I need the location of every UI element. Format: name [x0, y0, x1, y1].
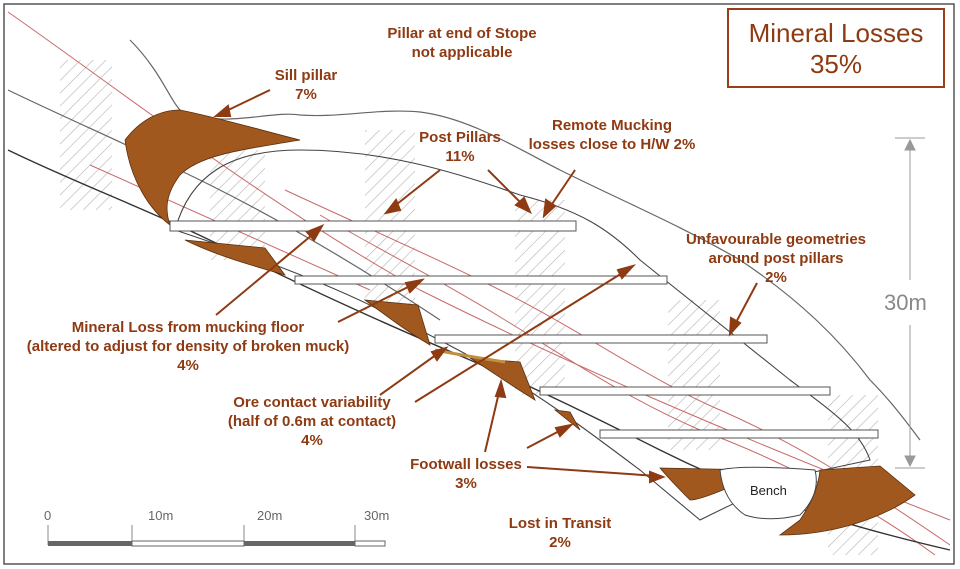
- arrow-mucking-floor-1: [305, 224, 325, 242]
- dimension-30m: [895, 137, 925, 469]
- arrow-footwall-2: [554, 423, 575, 438]
- dimension-label: 30m: [884, 290, 927, 315]
- arrow-footwall-1: [494, 378, 507, 399]
- arrow-ore-contact-2: [616, 264, 637, 280]
- pillar-hatch-5: [668, 300, 720, 450]
- arrow-remote-mucking: [542, 198, 557, 219]
- orebody-line-1: [7, 11, 951, 521]
- label-mucking-floor: Mineral Loss from mucking floor(altered …: [26, 319, 350, 374]
- callout-arrows: [213, 89, 758, 484]
- pillar-hatch-4: [515, 200, 565, 395]
- scale-tick-0: 0: [44, 508, 52, 523]
- arrow-unfavourable: [728, 316, 742, 337]
- sill-pillar-loss: [124, 109, 301, 227]
- loss-areas: [124, 109, 916, 536]
- arrow-mucking-floor-2: [404, 278, 425, 294]
- floor-loss-2: [363, 299, 431, 346]
- scale-tick-30m: 30m: [364, 508, 390, 523]
- arrow-post-pillar-1: [383, 197, 402, 215]
- level-3: [434, 334, 768, 344]
- mineral-losses-title-box: Mineral Losses 35%: [727, 8, 945, 88]
- floor-loss-4: [553, 409, 581, 431]
- outer-frame: [3, 3, 955, 565]
- bench-label: Bench: [750, 483, 787, 498]
- level-4: [539, 386, 831, 396]
- drill-levels: [169, 220, 879, 439]
- arrow-footwall-3: [649, 470, 666, 484]
- scale-tick-10m: 10m: [148, 508, 174, 523]
- scale-bar: [47, 525, 386, 547]
- level-1: [169, 220, 577, 232]
- level-2: [294, 275, 668, 285]
- title-line-1: Mineral Losses: [748, 18, 924, 48]
- level-5: [599, 429, 879, 439]
- arrow-ore-contact-1: [430, 346, 449, 362]
- arrow-post-pillar-2: [514, 196, 532, 215]
- label-ore-contact: Ore contact variability(half of 0.6m at …: [227, 394, 397, 449]
- scale-tick-20m: 20m: [257, 508, 283, 523]
- arrow-sill-pillar: [213, 104, 232, 117]
- floor-loss-1: [184, 239, 287, 276]
- title-line-2: 35%: [809, 49, 863, 79]
- bench-void: [719, 466, 817, 520]
